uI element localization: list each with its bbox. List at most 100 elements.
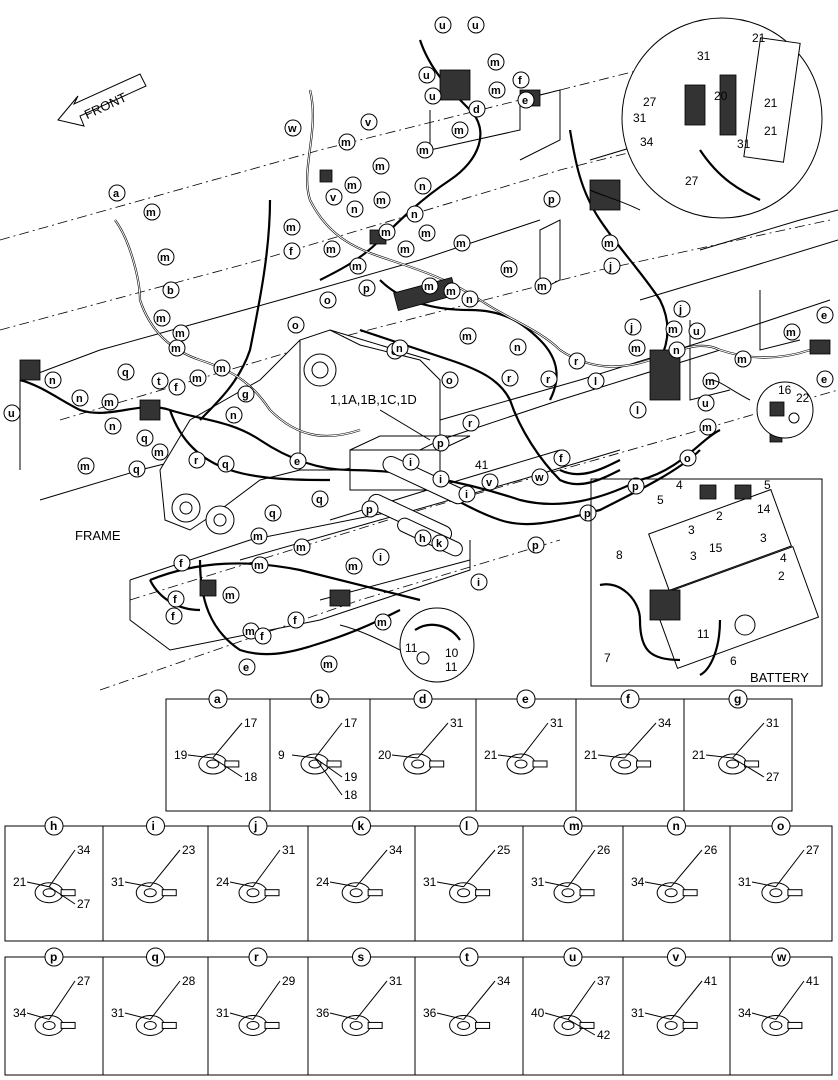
part-14: 14 <box>757 502 771 516</box>
svg-text:p: p <box>532 540 539 552</box>
detail-letter-badge <box>771 816 791 836</box>
detail-letter: k <box>358 819 365 833</box>
bolt-icon <box>475 1021 491 1029</box>
svg-text:m: m <box>341 137 351 149</box>
detail-letter-badge <box>208 689 228 709</box>
callout-m: m <box>373 191 391 209</box>
part-20: 20 <box>714 89 728 103</box>
detail-letter-badge <box>44 947 64 967</box>
part-4: 4 <box>676 478 683 492</box>
detail-letter-badge <box>667 816 686 836</box>
svg-text:m: m <box>156 313 166 325</box>
detail-letter: h <box>50 819 57 833</box>
callout-u: u <box>434 16 452 34</box>
part-31: 31 <box>282 843 296 857</box>
frame-label: FRAME <box>75 528 121 543</box>
svg-text:b: b <box>167 285 174 297</box>
part-41: 41 <box>806 974 820 988</box>
callout-n: n <box>71 389 89 407</box>
part-27: 27 <box>806 843 820 857</box>
bolt-icon <box>682 889 698 897</box>
svg-text:t: t <box>157 376 161 388</box>
part-37: 37 <box>597 974 611 988</box>
main-illustration: FRONT <box>0 16 838 691</box>
svg-text:p: p <box>584 508 591 520</box>
battery-inset: 4 5 5 2 14 3 3 15 4 3 2 8 11 7 6 BATTERY <box>590 478 823 687</box>
detail-letter-badge <box>459 816 479 836</box>
detail-letter: d <box>419 692 426 706</box>
callout-m: m <box>283 218 301 236</box>
callout-w: w <box>284 119 302 137</box>
callout-p: p <box>579 504 597 522</box>
part-3: 3 <box>760 531 767 545</box>
part-3: 3 <box>690 549 697 563</box>
svg-text:m: m <box>377 617 387 629</box>
svg-text:u: u <box>693 326 700 338</box>
bolt-icon <box>429 760 445 768</box>
callout-m: m <box>487 53 505 71</box>
part-20: 20 <box>378 748 392 762</box>
bolt-icon <box>224 760 240 768</box>
svg-text:p: p <box>363 283 370 295</box>
callout-m: m <box>500 260 518 278</box>
detail-letter-badge <box>44 816 64 836</box>
part-27: 27 <box>685 174 699 188</box>
svg-text:e: e <box>243 662 249 674</box>
part-6: 6 <box>730 654 737 668</box>
svg-text:n: n <box>396 343 403 355</box>
svg-text:u: u <box>439 20 446 32</box>
callout-r: r <box>501 369 519 387</box>
callout-n: n <box>104 417 122 435</box>
callout-d: d <box>468 100 486 118</box>
callout-v: v <box>360 113 378 131</box>
svg-text:m: m <box>400 244 410 256</box>
callout-m: m <box>397 240 415 258</box>
part-31: 31 <box>550 716 564 730</box>
svg-text:m: m <box>454 125 464 137</box>
svg-text:n: n <box>230 410 237 422</box>
svg-text:m: m <box>490 57 500 69</box>
part-31: 31 <box>738 875 752 889</box>
detail-letter-badge <box>563 947 583 967</box>
detail-letter-badge <box>248 947 268 967</box>
callout-v: v <box>325 188 343 206</box>
callout-p: p <box>358 279 376 297</box>
callout-m: m <box>172 324 190 342</box>
detail-letter: w <box>776 950 787 964</box>
part-23: 23 <box>182 843 196 857</box>
callout-m: m <box>250 527 268 545</box>
svg-text:m: m <box>446 286 456 298</box>
callout-i: i <box>470 573 488 591</box>
svg-text:q: q <box>141 433 148 445</box>
svg-text:q: q <box>269 508 276 520</box>
detail-letter: v <box>673 950 680 964</box>
detail-letter-badge <box>146 947 165 967</box>
svg-text:f: f <box>518 75 522 87</box>
detail-letter: p <box>50 950 57 964</box>
svg-text:m: m <box>225 590 235 602</box>
callout-e: e <box>238 658 256 676</box>
callout-o: o <box>679 449 697 467</box>
part-5: 5 <box>764 478 771 492</box>
callout-m: m <box>323 240 341 258</box>
inset-circle-hose: 11 10 11 <box>339 607 475 683</box>
svg-text:i: i <box>379 552 382 564</box>
detail-letter: g <box>734 692 741 706</box>
part-27: 27 <box>77 897 91 911</box>
svg-text:n: n <box>109 421 116 433</box>
part-31: 31 <box>531 875 545 889</box>
callout-m: m <box>251 556 269 574</box>
inset-circle-top: 21 31 20 21 21 27 31 31 34 27 <box>589 17 823 219</box>
detail-letter: t <box>465 950 469 964</box>
svg-text:r: r <box>546 374 551 386</box>
callout-u: u <box>467 16 485 34</box>
svg-text:m: m <box>286 222 296 234</box>
callout-n: n <box>668 341 686 359</box>
